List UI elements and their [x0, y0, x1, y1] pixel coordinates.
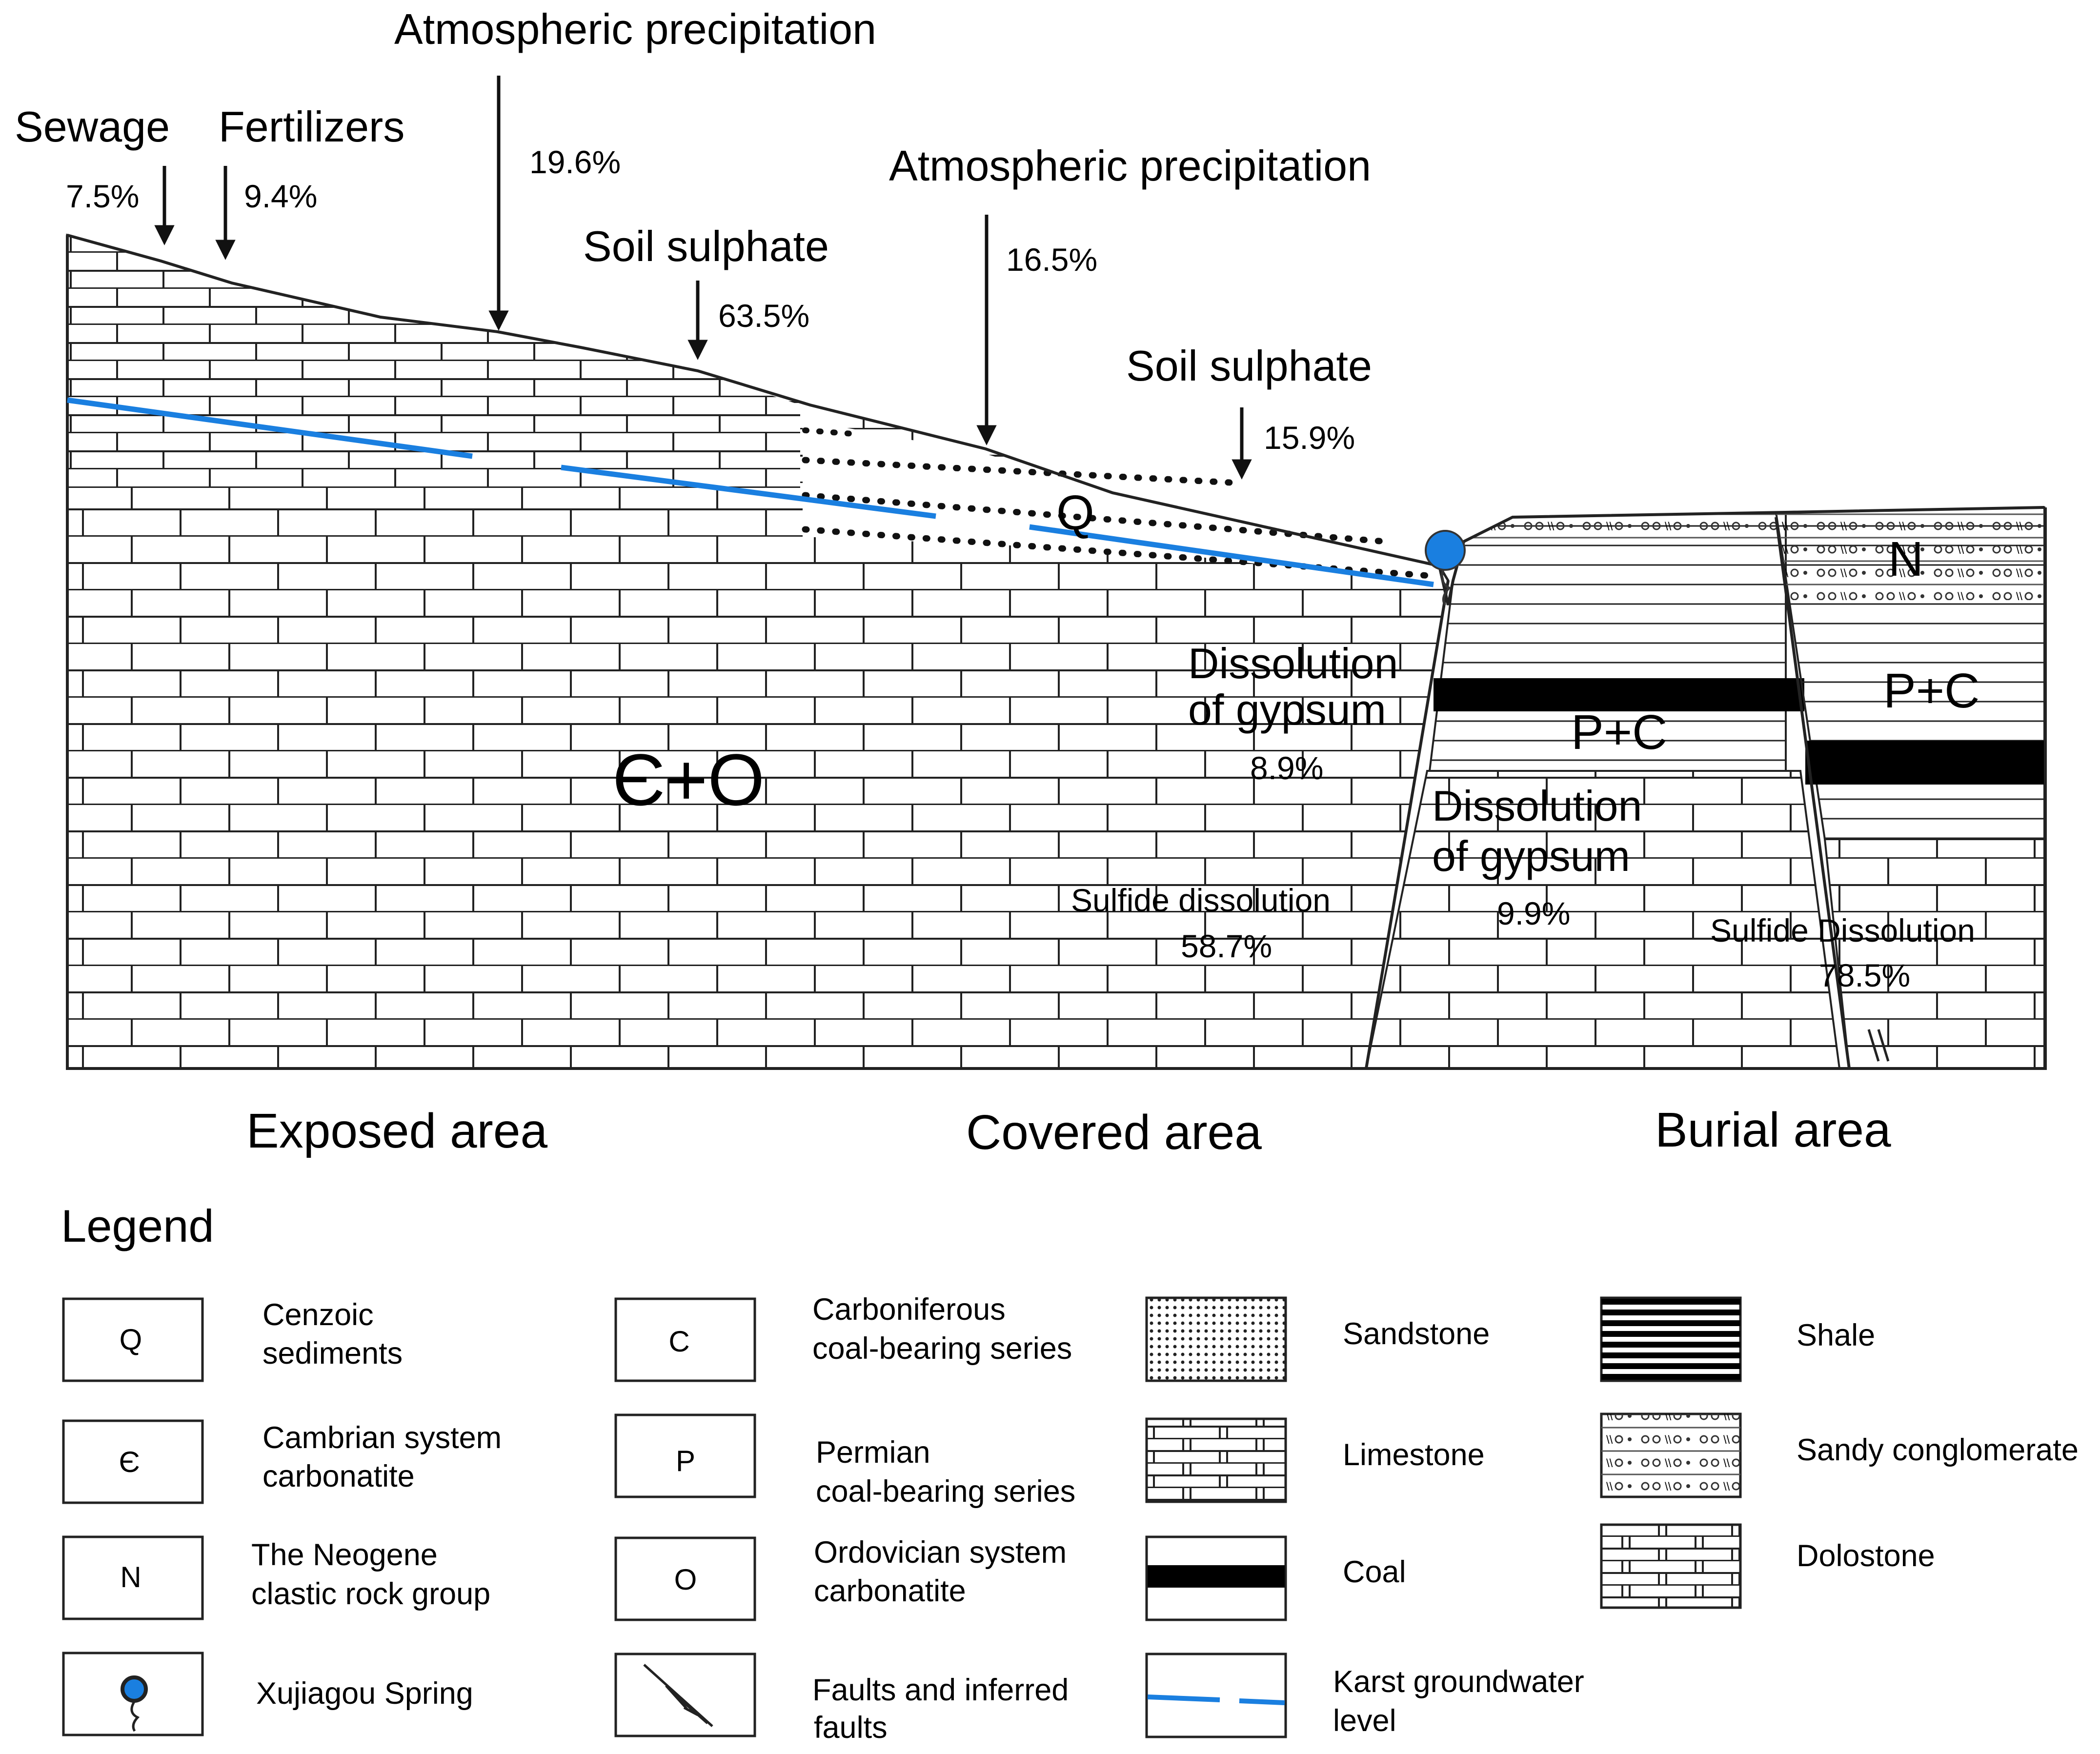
- legend-label-faults-l2: faults: [814, 1711, 888, 1745]
- area-label-burial: Burial area: [1655, 1103, 1891, 1157]
- label-precip-covered: Atmospheric precipitation: [889, 141, 1371, 190]
- legend-symbol-p: P: [676, 1445, 695, 1477]
- legend-label-spring: Xujiagou Spring: [256, 1676, 473, 1711]
- label-soil-exposed: Soil sulphate: [583, 222, 829, 270]
- process-sulfide-covered-label: Sulfide dissolution: [1071, 882, 1331, 918]
- xujiagou-spring-icon: [1425, 530, 1466, 606]
- legend-item-coal: Coal: [1145, 1535, 1406, 1621]
- legend-label-o-l1: Ordovician system: [814, 1535, 1067, 1570]
- legend-label-p-l2: coal-bearing series: [816, 1474, 1075, 1509]
- legend-symbol-c: C: [668, 1325, 689, 1358]
- legend-title: Legend: [61, 1200, 214, 1251]
- value-precip-exposed: 19.6%: [529, 144, 621, 180]
- section-frame: [66, 235, 2047, 1070]
- value-precip-covered: 16.5%: [1006, 242, 1097, 278]
- process-gypsum-covered-value: 8.9%: [1250, 750, 1323, 786]
- legend-label-groundwater-l2: level: [1333, 1704, 1396, 1738]
- legend-item-limestone: Limestone: [1145, 1417, 1485, 1503]
- area-label-exposed: Exposed area: [246, 1104, 547, 1158]
- process-sulfide-buried-value: 78.5%: [1819, 957, 1910, 993]
- legend-label-o-l2: carbonatite: [814, 1574, 966, 1608]
- unit-label-n: N: [1888, 532, 1923, 586]
- legend-item-o: O Ordovician system carbonatite: [614, 1535, 1067, 1621]
- legend-label-n-l1: The Neogene: [251, 1538, 438, 1572]
- ground-surface: [67, 234, 2045, 605]
- legend-item-dolostone: Dolostone: [1600, 1523, 1935, 1609]
- label-fertilizers: Fertilizers: [219, 102, 404, 151]
- section-geology: [66, 233, 2047, 1070]
- legend-item-n: N The Neogene clastic rock group: [62, 1535, 490, 1620]
- legend-label-c-l1: Carboniferous: [812, 1292, 1006, 1327]
- unit-label-q: Q: [1056, 485, 1094, 540]
- unit-label-pc-middle: P+C: [1571, 705, 1667, 760]
- unit-n-conglomerate-middle: [1464, 512, 1786, 542]
- legend: Legend Q Cenzoic sediments Є Cambrian sy…: [61, 1200, 2079, 1745]
- fault-line-right: [1775, 517, 1851, 1069]
- legend-label-q-l2: sediments: [262, 1336, 403, 1371]
- legend-item-p: P Permian coal-bearing series: [614, 1413, 1075, 1509]
- value-soil-exposed: 63.5%: [718, 298, 809, 334]
- legend-label-n-l2: clastic rock group: [251, 1577, 490, 1611]
- legend-item-shale: Shale: [1600, 1296, 1875, 1382]
- legend-item-spring: Xujiagou Spring: [62, 1652, 473, 1736]
- legend-label-groundwater-l1: Karst groundwater: [1333, 1665, 1584, 1699]
- legend-label-dolostone: Dolostone: [1797, 1539, 1935, 1573]
- legend-label-limestone: Limestone: [1343, 1438, 1485, 1472]
- unit-label-co: Є+O: [612, 739, 765, 821]
- process-gypsum-buried-l2: of gypsum: [1432, 832, 1630, 880]
- coal-seam-right: [1805, 741, 2044, 785]
- area-label-covered: Covered area: [966, 1105, 1262, 1160]
- legend-item-faults: Faults and inferred faults: [614, 1653, 1069, 1745]
- legend-label-p-l1: Permian: [816, 1435, 930, 1470]
- legend-label-faults-l1: Faults and inferred: [812, 1673, 1069, 1707]
- unit-limestone-right: [1823, 838, 2045, 1069]
- groundwater-level: [67, 397, 1434, 587]
- fault-icon: [643, 1664, 713, 1727]
- process-sulfide-buried-label: Sulfide Dissolution: [1710, 912, 1975, 948]
- legend-item-sandstone: Sandstone: [1145, 1296, 1490, 1382]
- label-soil-covered: Soil sulphate: [1126, 342, 1372, 390]
- legend-label-sandstone: Sandstone: [1343, 1317, 1490, 1351]
- legend-symbol-n: N: [120, 1561, 141, 1593]
- legend-item-groundwater: Karst groundwater level: [1145, 1653, 1584, 1738]
- process-gypsum-buried-l1: Dissolution: [1432, 782, 1642, 830]
- label-sewage: Sewage: [15, 102, 170, 151]
- legend-item-cambrian: Є Cambrian system carbonatite: [62, 1419, 502, 1504]
- value-sewage: 7.5%: [66, 178, 139, 214]
- value-soil-covered: 15.9%: [1264, 420, 1355, 456]
- legend-symbol-cambrian: Є: [119, 1446, 140, 1478]
- legend-label-conglomerate: Sandy conglomerate: [1797, 1433, 2079, 1467]
- q-dot-rows: [802, 427, 1433, 579]
- legend-label-c-l2: coal-bearing series: [812, 1331, 1072, 1366]
- input-arrows: [154, 76, 1252, 480]
- legend-item-conglomerate: Sandy conglomerate: [1600, 1412, 2079, 1498]
- fault-arrows-icon: [1867, 1029, 1890, 1062]
- legend-label-coal: Coal: [1343, 1555, 1406, 1589]
- fault-line-left: [1365, 580, 1450, 1069]
- process-gypsum-covered-l2: of gypsum: [1188, 685, 1386, 734]
- unit-label-pc-right: P+C: [1883, 664, 1979, 718]
- unit-n-conglomerate-right: [1776, 507, 2044, 600]
- process-gypsum-covered-l1: Dissolution: [1188, 639, 1398, 687]
- process-sulfide-covered-value: 58.7%: [1181, 928, 1272, 964]
- process-gypsum-buried-value: 9.9%: [1497, 895, 1570, 931]
- legend-symbol-q: Q: [120, 1323, 142, 1356]
- label-precip-exposed: Atmospheric precipitation: [394, 5, 876, 53]
- legend-item-q: Q Cenzoic sediments: [62, 1297, 403, 1382]
- legend-label-shale: Shale: [1797, 1318, 1875, 1352]
- legend-item-c: C Carboniferous coal-bearing series: [614, 1292, 1072, 1382]
- legend-symbol-o: O: [674, 1563, 697, 1596]
- unit-q-sediments: [803, 420, 1439, 585]
- value-fertilizers: 9.4%: [244, 178, 317, 214]
- legend-label-cambrian-l1: Cambrian system: [262, 1421, 502, 1455]
- coal-seam-middle: [1434, 678, 1804, 711]
- legend-label-q-l1: Cenzoic: [262, 1298, 374, 1332]
- legend-label-cambrian-l2: carbonatite: [262, 1459, 415, 1493]
